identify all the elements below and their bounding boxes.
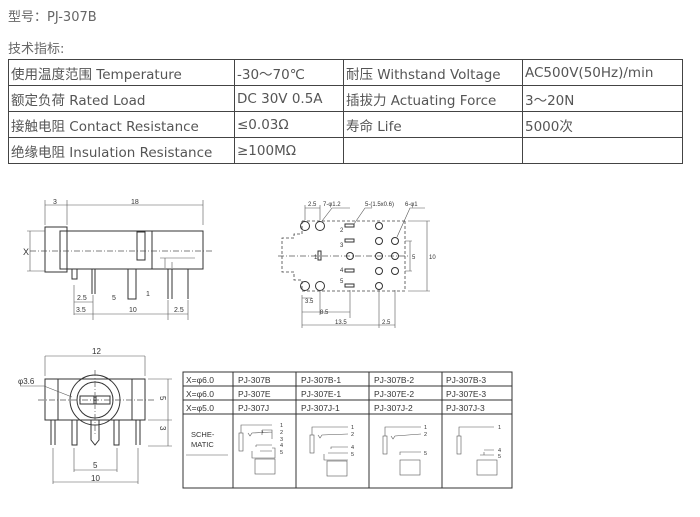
dim-label: 3.5 — [305, 299, 314, 305]
spec-label: 接触电阻 Contact Resistance — [8, 111, 235, 138]
part-number: PJ-307J-3 — [446, 403, 485, 413]
x-size: X=φ5.0 — [186, 403, 214, 413]
spec-label — [343, 137, 523, 164]
pin-label: 5 — [498, 454, 501, 460]
x-size: X=φ6.0 — [186, 375, 214, 385]
table-row: 使用温度范围 Temperature -30～70℃ 耐压 Withstand … — [8, 59, 683, 86]
part-number: PJ-307J — [238, 403, 269, 413]
dim-label: 3.5 — [76, 307, 86, 314]
table-row: X=φ6.0 PJ-307E PJ-307E-1 PJ-307E-2 PJ-30… — [186, 389, 486, 399]
dim-label: 2.5 — [174, 307, 184, 314]
dim-label: 12 — [92, 347, 101, 356]
pin-label: 1 — [424, 425, 427, 431]
pin-label: 5 — [340, 279, 344, 285]
pin-label: 4 — [351, 445, 354, 451]
pin-label: 3 — [340, 243, 344, 249]
pin-label: 5 — [351, 452, 354, 458]
spec-value: DC 30V 0.5A — [234, 85, 344, 112]
dim-label: 13.5 — [335, 320, 347, 326]
pin-label: 5 — [424, 451, 427, 457]
dim-label: 10 — [129, 307, 137, 314]
variant-table: X=φ6.0 PJ-307B PJ-307B-1 PJ-307B-2 PJ-30… — [182, 371, 513, 489]
spec-label: 使用温度范围 Temperature — [8, 59, 235, 86]
spec-table: 使用温度范围 Temperature -30～70℃ 耐压 Withstand … — [8, 59, 683, 164]
pin-label: 2 — [351, 432, 354, 438]
dim-label: 5 — [158, 396, 167, 401]
spec-value: 5000次 — [522, 111, 683, 138]
pin-label: 4 — [340, 268, 344, 274]
side-view-drawing: 3 18 X 2.5 5 1 3.5 10 2.5 — [23, 199, 212, 320]
front-view-drawing: 12 φ3.6 5 3 5 10 — [18, 347, 172, 484]
dim-label: 5 — [412, 255, 416, 261]
pin-label: 2 — [424, 432, 427, 438]
model-value: PJ-307B — [47, 10, 97, 25]
spec-value: AC500V(50Hz)/min — [522, 59, 683, 86]
x-size: X=φ6.0 — [186, 389, 214, 399]
model-label: 型号： — [8, 10, 48, 25]
dim-label: 1 — [146, 291, 150, 298]
spec-label: 寿命 Life — [343, 111, 523, 138]
table-row: 额定负荷 Rated Load DC 30V 0.5A 插拔力 Actuatin… — [8, 85, 683, 112]
table-row: 绝缘电阻 Insulation Resistance ≥100MΩ — [8, 137, 683, 164]
spec-value: -30～70℃ — [234, 59, 344, 86]
part-number: PJ-307B-3 — [446, 375, 486, 385]
part-number: PJ-307E-2 — [374, 389, 414, 399]
dim-label: 3 — [53, 199, 57, 206]
dim-label: 2.5 — [382, 320, 391, 326]
dim-label: 6-φ1 — [405, 202, 418, 208]
part-number: PJ-307B-2 — [374, 375, 414, 385]
schematic-label: MATIC — [191, 440, 214, 449]
part-number: PJ-307B — [238, 375, 271, 385]
dim-label: 5-(1.5x0.6) — [365, 202, 394, 208]
part-number: PJ-307J-2 — [374, 403, 413, 413]
pin-label: 1 — [498, 425, 501, 431]
dim-label: φ3.6 — [18, 377, 35, 386]
specs-heading: 技术指标: — [8, 42, 65, 57]
pin-label: 3 — [280, 437, 283, 443]
part-number: PJ-307B-1 — [301, 375, 341, 385]
schematic-label: SCHE- — [191, 430, 215, 439]
dim-label: 5 — [112, 295, 116, 302]
model-line: 型号：PJ-307B — [8, 6, 97, 25]
schematic-diagrams: 1 2 3 4 5 1 2 4 5 1 2 5 — [238, 423, 501, 477]
table-row: 接触电阻 Contact Resistance ≤0.03Ω 寿命 Life 5… — [8, 111, 683, 138]
dim-label: 5 — [93, 461, 98, 470]
dim-label: X — [23, 247, 29, 257]
part-number: PJ-307E — [238, 389, 271, 399]
spec-value — [522, 137, 683, 164]
part-number: PJ-307J-1 — [301, 403, 340, 413]
pin-label: 1 — [280, 423, 283, 429]
spec-label: 插拔力 Actuating Force — [343, 85, 523, 112]
part-number: PJ-307E-3 — [446, 389, 486, 399]
pin-label: 4 — [280, 443, 283, 449]
pcb-layout-drawing: 2.5 7-φ1.2 5-(1.5x0.6) 6-φ1 3.5 8.5 13.5… — [278, 202, 436, 328]
dim-label: 2.5 — [77, 295, 87, 302]
dim-label: 10 — [429, 255, 436, 261]
pin-label: 1 — [314, 255, 318, 261]
pin-label: 2 — [340, 228, 344, 234]
dim-label: 10 — [91, 474, 100, 483]
part-number: PJ-307E-1 — [301, 389, 341, 399]
pin-label: 4 — [498, 448, 501, 454]
table-row: X=φ5.0 PJ-307J PJ-307J-1 PJ-307J-2 PJ-30… — [186, 403, 485, 413]
spec-label: 额定负荷 Rated Load — [8, 85, 235, 112]
dim-label: 2.5 — [308, 202, 317, 208]
pin-label: 2 — [280, 430, 283, 436]
pin-label: 1 — [351, 425, 354, 431]
spec-label: 绝缘电阻 Insulation Resistance — [8, 137, 235, 164]
dim-label: 18 — [131, 199, 139, 206]
dim-label: 3 — [158, 426, 167, 431]
table-row: X=φ6.0 PJ-307B PJ-307B-1 PJ-307B-2 PJ-30… — [186, 375, 486, 385]
pin-label: 5 — [280, 450, 283, 456]
dim-label: 8.5 — [320, 310, 329, 316]
dim-label: 7-φ1.2 — [323, 202, 341, 208]
